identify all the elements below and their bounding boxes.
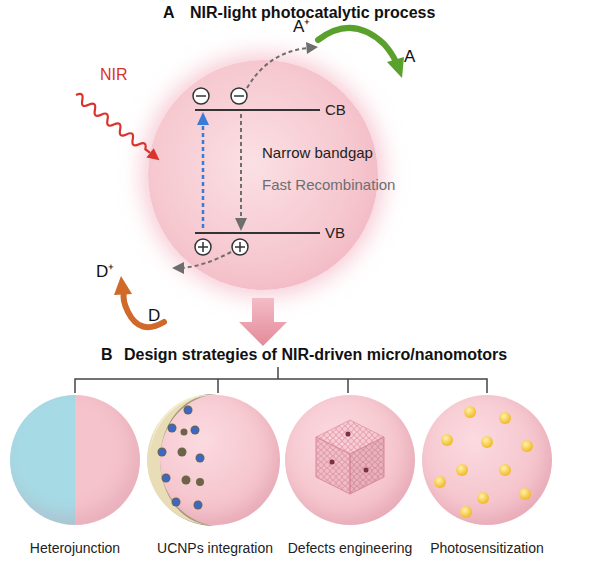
block-arrow — [239, 298, 287, 346]
section-letter: A — [163, 4, 175, 22]
light-label: NIR — [100, 66, 128, 84]
strategy-sphere: Photosensitization — [422, 395, 552, 525]
strategy-caption: Heterojunction — [30, 540, 120, 556]
electron-symbol — [193, 88, 247, 104]
nir-wave-arrow — [72, 90, 163, 165]
oxidation-arrow — [114, 276, 164, 327]
bandgap-note: Narrow bandgap — [262, 144, 373, 161]
porous-shell — [147, 394, 220, 526]
defect-cube — [316, 420, 384, 494]
conduction-band — [195, 109, 320, 111]
strategy-caption: Defects engineering — [288, 540, 413, 556]
section-letter: B — [101, 346, 113, 364]
species-label: A — [404, 47, 415, 67]
species-label: D⁺ — [96, 259, 114, 282]
excitation-arrow — [197, 112, 209, 228]
valence-band — [195, 232, 320, 234]
recombination-arrow — [235, 114, 247, 231]
recombination-note: Fast Recombination — [262, 176, 395, 193]
section-title: NIR-light photocatalytic process — [190, 4, 435, 22]
strategy-sphere: Heterojunction — [10, 395, 140, 525]
hole-transfer-arrow — [172, 252, 231, 274]
strategy-sphere: UCNPs integration — [150, 395, 280, 525]
species-label: A⁺ — [293, 14, 310, 37]
section-title: Design strategies of NIR-driven micro/na… — [124, 346, 507, 364]
strategy-caption: Photosensitization — [430, 540, 544, 556]
hole-symbol — [195, 239, 248, 255]
photosensitizer-particles — [434, 406, 533, 518]
strategy-sphere: Defects engineering — [285, 395, 415, 525]
reduction-arrow — [318, 28, 404, 78]
band-label: VB — [325, 224, 345, 241]
band-label: CB — [325, 101, 346, 118]
bracket — [75, 367, 487, 393]
species-label: D — [148, 306, 160, 326]
semiconductor-sphere: CBVBNarrow bandgapFast Recombination — [148, 60, 378, 290]
electron-transfer-arrow — [247, 42, 318, 88]
strategy-caption: UCNPs integration — [157, 540, 273, 556]
